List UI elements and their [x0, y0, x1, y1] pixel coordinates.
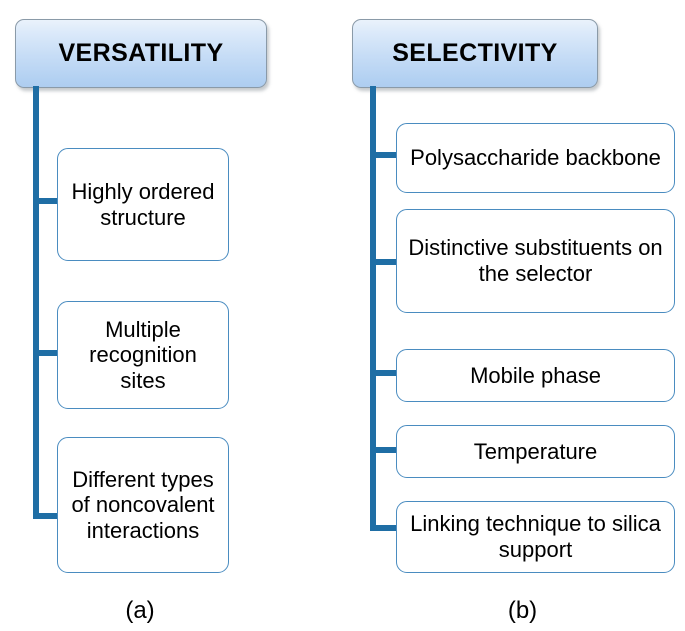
panel-selectivity: SELECTIVITY Polysaccharide backbone Dist…: [338, 0, 685, 631]
connector-stub: [33, 513, 59, 519]
leaf-node-label: Highly ordered structure: [71, 178, 215, 230]
leaf-node-label: Multiple recognition sites: [89, 316, 197, 393]
leaf-node-label: Polysaccharide backbone: [410, 145, 661, 171]
connector-stub: [370, 370, 398, 376]
connector-stub: [370, 525, 398, 531]
connector-stub: [33, 198, 59, 204]
leaf-node[interactable]: Multiple recognition sites: [57, 301, 229, 409]
leaf-node-label: Distinctive substituents on the selector: [408, 235, 663, 286]
root-node-selectivity[interactable]: SELECTIVITY: [352, 19, 598, 88]
leaf-node-label: Temperature: [473, 438, 598, 464]
connector-stub: [33, 350, 59, 356]
connector-stub: [370, 152, 398, 158]
trunk-line-a: [33, 86, 39, 519]
leaf-node[interactable]: Polysaccharide backbone: [396, 123, 675, 193]
panel-versatility: VERSATILITY Highly ordered structure Mul…: [0, 0, 330, 631]
leaf-node-label: Mobile phase: [470, 362, 601, 388]
connector-stub: [370, 259, 398, 265]
trunk-line-b: [370, 86, 376, 531]
connector-stub: [370, 447, 398, 453]
panel-caption-b: (b): [507, 597, 538, 624]
leaf-node[interactable]: Highly ordered structure: [57, 148, 229, 261]
leaf-node[interactable]: Linking technique to silica support: [396, 501, 675, 573]
leaf-node-label: Linking technique to silica support: [410, 511, 661, 562]
leaf-node[interactable]: Distinctive substituents on the selector: [396, 209, 675, 313]
leaf-node[interactable]: Mobile phase: [396, 349, 675, 402]
root-node-versatility[interactable]: VERSATILITY: [15, 19, 267, 88]
leaf-node[interactable]: Different types of noncovalent interacti…: [57, 437, 229, 573]
panel-caption-a: (a): [125, 597, 155, 624]
leaf-node[interactable]: Temperature: [396, 425, 675, 478]
leaf-node-label: Different types of noncovalent interacti…: [71, 466, 215, 543]
